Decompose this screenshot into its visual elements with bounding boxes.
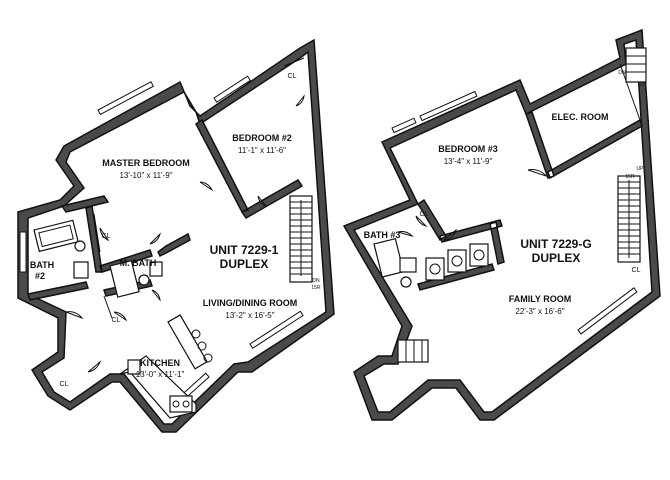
bath-2-number: #2	[35, 271, 45, 281]
door	[151, 289, 161, 302]
living-dining-label: LIVING/DINING ROOM	[203, 298, 298, 308]
door	[87, 360, 102, 373]
sink	[73, 261, 89, 279]
left-unit-plan: MASTER BEDROOM 13'-10" x 11'-9" BEDROOM …	[17, 38, 335, 433]
m-bath-label: M. BATH	[120, 258, 157, 268]
closet-label: CL	[112, 317, 121, 324]
bedroom-2-label: BEDROOM #2	[232, 133, 292, 143]
sink-mbath	[149, 261, 163, 277]
closet-label: CL	[420, 211, 429, 218]
door	[149, 232, 161, 245]
window	[249, 310, 304, 349]
door	[397, 231, 414, 237]
refrigerator	[127, 359, 141, 375]
tub-bath3	[373, 237, 405, 278]
stool	[191, 329, 201, 339]
kitchen-label: KITCHEN	[140, 358, 180, 368]
bath-3-label: BATH #3	[364, 230, 401, 240]
door	[99, 227, 110, 242]
window	[97, 81, 155, 116]
living-dining-dims: 13'-2" x 16'-5"	[225, 311, 274, 320]
closet-label: CL	[632, 267, 641, 274]
bathtub	[33, 219, 79, 253]
master-bedroom-dims: 13'-10" x 11'-9"	[119, 171, 172, 180]
door	[527, 169, 548, 178]
kitchen-dims: 13'-0" x 11'-1"	[136, 370, 185, 379]
door	[199, 181, 214, 192]
door	[443, 228, 457, 241]
door	[415, 215, 428, 227]
water-heater	[469, 243, 489, 267]
door	[295, 94, 305, 107]
left-stairs	[289, 195, 313, 283]
bedroom-3-label: BEDROOM #3	[438, 144, 498, 154]
entry-stairs	[397, 339, 429, 363]
left-interior-wall	[27, 118, 304, 301]
bath-2-label: BATH	[30, 260, 54, 270]
door	[257, 195, 268, 208]
right-stairs	[617, 175, 641, 263]
family-room-label: FAMILY ROOM	[509, 294, 572, 304]
left-unit-title: UNIT 7229-1	[210, 243, 279, 257]
closet-label: CL	[102, 233, 111, 240]
closet-label: CL	[60, 381, 69, 388]
sink-bath3	[399, 257, 417, 273]
master-bedroom-label: MASTER BEDROOM	[102, 158, 190, 168]
closet-label: CL	[288, 73, 297, 80]
kitchen-sink	[169, 395, 193, 413]
corner-stairs	[625, 47, 647, 83]
bedroom-2-dims: 11'-1" x 11'-6"	[238, 146, 286, 155]
elec-room-label: ELEC. ROOM	[551, 112, 608, 122]
window	[19, 231, 27, 273]
left-outer-wall	[17, 38, 335, 433]
left-unit-subtitle: DUPLEX	[220, 257, 269, 271]
door	[65, 311, 84, 320]
window	[577, 287, 638, 335]
bedroom-3-dims: 13'-4" x 11'-9"	[444, 157, 493, 166]
right-unit-plan: BEDROOM #3 13'-4" x 11'-9" ELEC. ROOM UN…	[342, 28, 661, 421]
stair-risers-label: 15R	[625, 174, 635, 180]
corner-stair-risers-label: 15R	[637, 82, 647, 88]
window	[419, 90, 478, 122]
window	[391, 117, 417, 134]
stair-dn-label: DN	[312, 278, 320, 284]
family-room-dims: 22'-3" x 16'-6"	[515, 307, 564, 316]
stair-up-label: UP	[637, 166, 645, 172]
door	[113, 311, 128, 322]
corner-stair-dn-label: DN	[618, 70, 626, 76]
toilet-bath3	[400, 276, 412, 288]
washer	[425, 257, 445, 281]
right-unit-subtitle: DUPLEX	[532, 251, 581, 265]
right-interior-wall	[416, 111, 643, 291]
toilet-mbath	[138, 274, 150, 286]
stool	[203, 353, 213, 363]
right-unit-title: UNIT 7229-G	[520, 237, 591, 251]
tub-mbath	[109, 259, 140, 298]
kitchen-island	[167, 314, 208, 370]
stair-risers-label: 15R	[311, 285, 321, 291]
window	[213, 75, 251, 103]
toilet	[74, 240, 86, 252]
stool	[197, 341, 207, 351]
dryer	[447, 249, 467, 273]
